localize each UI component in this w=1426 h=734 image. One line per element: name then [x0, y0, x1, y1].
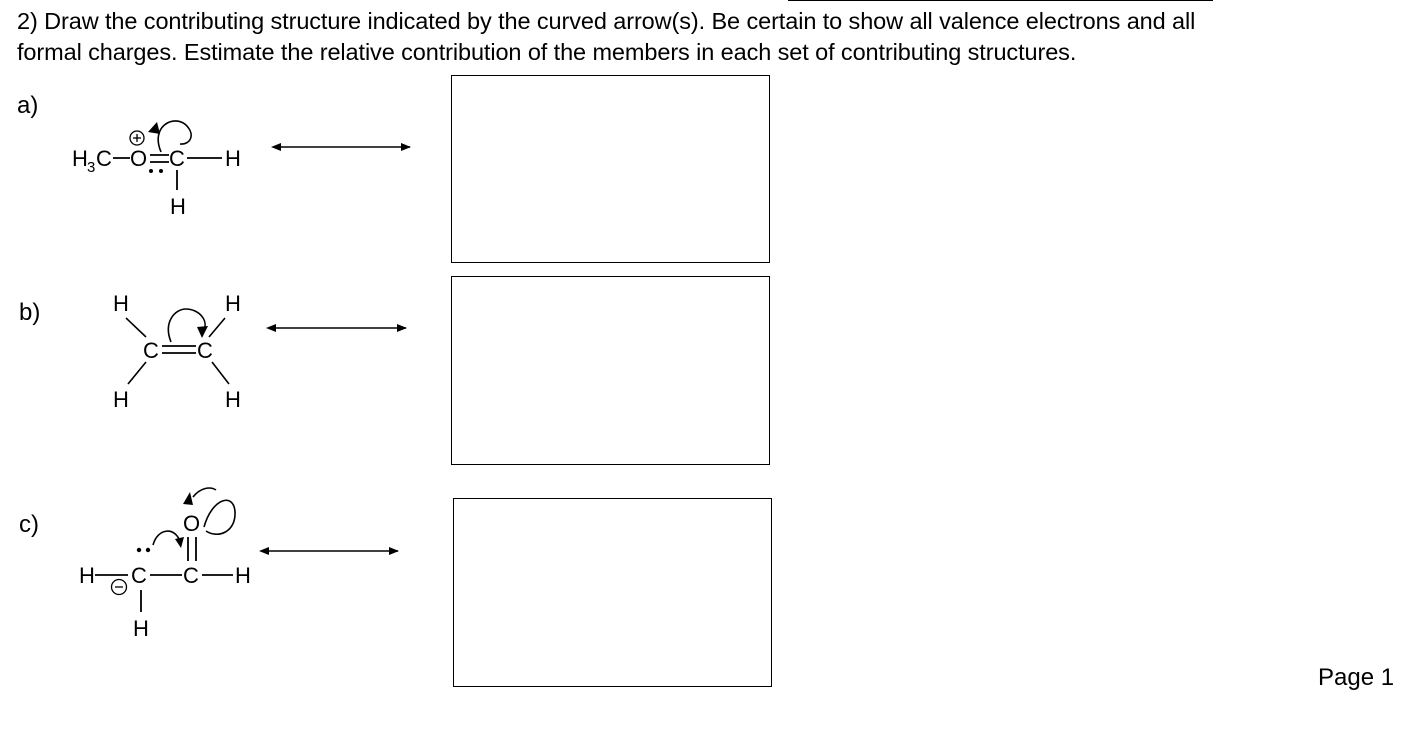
atom-c-carbonyl-c: C: [183, 563, 199, 588]
question-text: 2) Draw the contributing structure indic…: [17, 6, 1417, 68]
atom-c: C: [96, 146, 112, 171]
atom-h-bottom-c: H: [133, 616, 149, 641]
answer-box-b[interactable]: [451, 276, 770, 465]
atom-c-left: C: [143, 338, 159, 363]
part-a-label: a): [17, 92, 39, 119]
question-line-1: 2) Draw the contributing structure indic…: [17, 8, 1196, 34]
curved-arrow-icon: [203, 499, 236, 536]
negative-charge-icon: [110, 578, 128, 596]
curved-arrow-icon: [157, 120, 192, 153]
atom-c-carbanion: C: [131, 563, 147, 588]
atom-h-left: H: [79, 563, 95, 588]
atom-h-br: H: [225, 387, 241, 412]
atom-h-tr: H: [225, 291, 241, 316]
answer-box-c[interactable]: [453, 498, 772, 687]
part-c-label: c): [19, 511, 39, 538]
curved-arrow-icon: [152, 530, 181, 546]
atom-c-carbonyl: C: [169, 146, 185, 171]
curved-arrow-icon: [167, 308, 206, 343]
lone-pair-dot: [136, 547, 142, 553]
page-number: Page 1: [1318, 664, 1395, 691]
atom-h3: H: [72, 146, 88, 171]
answer-box-a[interactable]: [451, 75, 770, 263]
atom-o-carbonyl: O: [183, 511, 200, 536]
atom-h-tl: H: [113, 291, 129, 316]
positive-charge-icon: [129, 130, 145, 146]
question-line-2: formal charges. Estimate the relative co…: [17, 39, 1077, 65]
structure-b: H H C C H H: [113, 291, 241, 412]
lone-pair-dot: [149, 169, 153, 173]
atom-h-bl: H: [113, 387, 129, 412]
atom-h: H: [225, 146, 241, 171]
atom-h-bottom: H: [170, 194, 186, 219]
atom-c-right: C: [197, 338, 213, 363]
lone-pair-dot: [159, 169, 163, 173]
lone-pair-dot: [145, 547, 151, 553]
part-b-label: b): [19, 299, 41, 326]
top-rule: [788, 0, 1213, 1]
structure-c: H C C H H O: [79, 487, 251, 641]
subscript-3: 3: [87, 159, 95, 176]
atom-h-right: H: [235, 563, 251, 588]
atom-o: O: [130, 146, 147, 171]
structure-a: H 3 C O C H H: [72, 120, 241, 219]
